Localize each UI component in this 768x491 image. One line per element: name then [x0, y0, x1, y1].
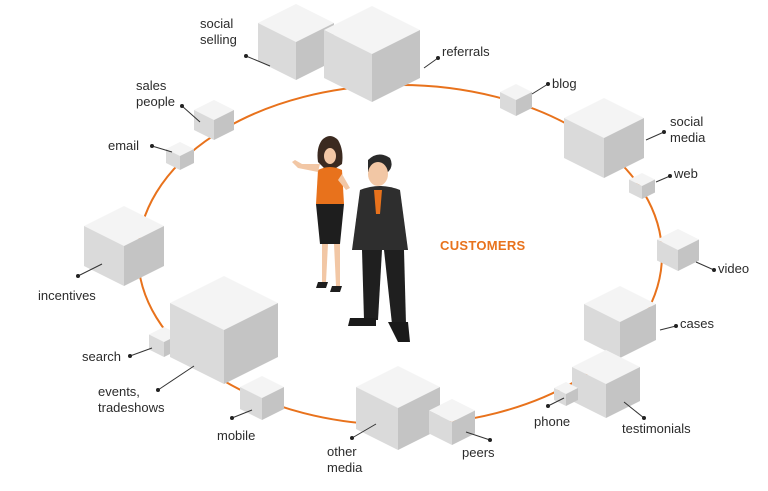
cube-email: [166, 142, 194, 170]
label-blog: blog: [552, 76, 577, 91]
label-web: web: [674, 166, 698, 181]
label-video: video: [718, 261, 750, 276]
leader-incentives: [76, 263, 103, 278]
label-search: search: [82, 349, 122, 364]
leader-peers: [465, 431, 492, 442]
label-social-media: social media: [670, 114, 706, 145]
leader-email: [150, 144, 173, 153]
leader-testimonials: [623, 401, 646, 420]
label-incentives: incentives: [38, 288, 96, 303]
leader-social-media: [645, 130, 666, 141]
label-social-selling: social selling: [200, 16, 237, 47]
leader-other-media: [350, 423, 377, 440]
cube-social-media: [564, 98, 644, 178]
label-cases: cases: [680, 316, 714, 331]
leader-video: [695, 261, 716, 272]
cube-testimonials: [572, 350, 640, 418]
label-referrals: referrals: [442, 44, 490, 59]
label-sales-people: sales people: [136, 78, 176, 109]
leader-referrals: [423, 56, 440, 69]
cube-other-media: [356, 366, 440, 450]
leader-blog: [531, 82, 550, 95]
label-testimonials: testimonials: [622, 421, 691, 436]
business-people-illustration: [292, 136, 410, 342]
cube-blog: [500, 84, 532, 116]
leader-events: [156, 365, 195, 392]
leader-search: [128, 347, 153, 358]
cube-incentives: [84, 206, 164, 286]
label-other-media: other media: [327, 444, 363, 475]
cube-referrals: [324, 6, 420, 102]
cube-cases: [584, 286, 656, 358]
cube-web: [629, 173, 655, 199]
man-figure: [348, 154, 410, 342]
leader-cases: [659, 324, 678, 331]
woman-figure: [292, 136, 350, 292]
cube-mobile: [240, 376, 284, 420]
cube-peers: [429, 399, 475, 445]
leader-phone: [546, 397, 565, 408]
cube-social-selling: [258, 4, 334, 80]
leader-social-selling: [244, 54, 271, 67]
leader-mobile: [230, 409, 253, 420]
cube-sales-people: [194, 100, 234, 140]
label-mobile: mobile: [217, 428, 256, 443]
cube-events: [170, 276, 278, 384]
label-peers: peers: [462, 445, 495, 460]
label-email: email: [108, 138, 140, 153]
leader-web: [655, 174, 672, 183]
customers-title: CUSTOMERS: [440, 238, 526, 253]
cube-video: [657, 229, 699, 271]
label-phone: phone: [534, 414, 571, 429]
label-events: events, tradeshows: [98, 384, 165, 415]
leader-sales-people: [180, 104, 201, 123]
